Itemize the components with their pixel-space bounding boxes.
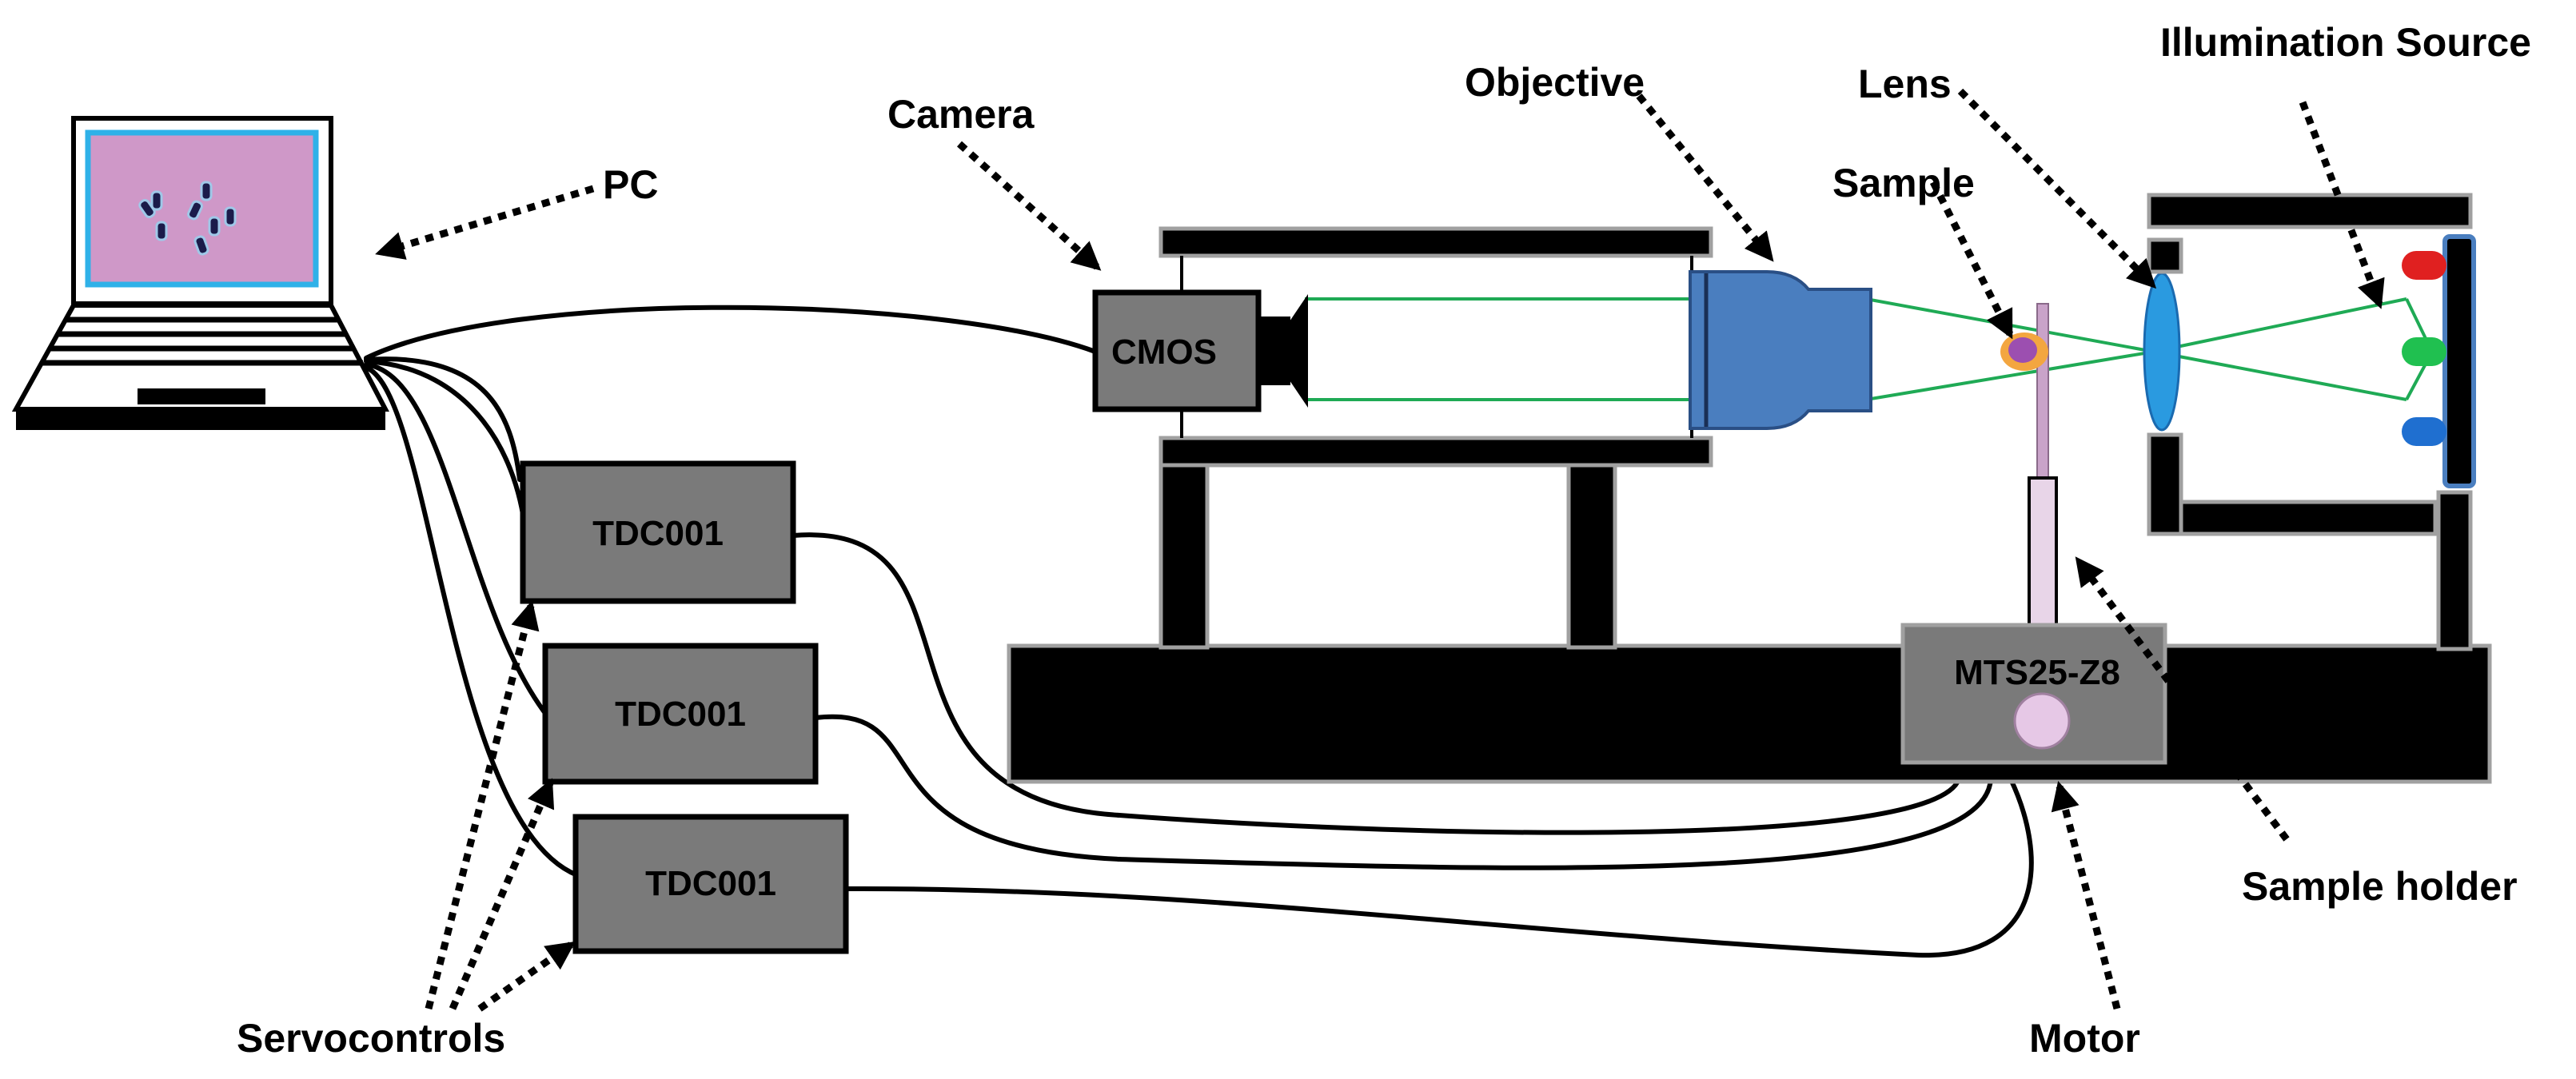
screen-particles xyxy=(138,181,237,256)
motor-unit-label: MTS25-Z8 xyxy=(1954,653,2120,692)
servo-controller-3: TDC001 xyxy=(572,814,849,954)
laptop-touchpad xyxy=(138,388,265,404)
servo-1-label: TDC001 xyxy=(592,514,724,553)
motor-disc xyxy=(2013,692,2071,750)
arrow-objective xyxy=(1636,94,1774,262)
tube-rail-top xyxy=(1158,226,1713,258)
objective-lens xyxy=(1689,270,1872,430)
cable-pc-servo-2 xyxy=(364,362,549,718)
label-camera: Camera xyxy=(887,92,1035,137)
arrow-sample xyxy=(1929,180,2014,340)
arrow-camera xyxy=(956,141,1102,271)
label-motor: Motor xyxy=(2029,1016,2140,1061)
motor-unit: MTS25-Z8 xyxy=(1900,623,2167,765)
servo-2-label: TDC001 xyxy=(615,695,746,734)
cable-servo2-motor xyxy=(813,714,1993,870)
illumination-housing xyxy=(2147,193,2476,651)
servo-3-label: TDC001 xyxy=(645,864,776,903)
cable-pc-servo-1 xyxy=(364,359,528,542)
cmos-camera: CMOS xyxy=(1092,289,1308,412)
arrow-servo-3 xyxy=(477,941,576,1012)
condenser-lens xyxy=(2143,272,2181,432)
pointer-arrows xyxy=(375,88,2385,1012)
label-sample-holder: Sample holder xyxy=(2242,864,2518,909)
cable-pc-camera xyxy=(364,305,1098,360)
label-lens: Lens xyxy=(1858,62,1952,106)
tube-support-left xyxy=(1158,460,1210,650)
label-pc: PC xyxy=(603,162,658,207)
led-red xyxy=(2402,251,2446,280)
cable-servo3-motor xyxy=(843,777,2034,958)
laptop-base xyxy=(16,409,385,430)
cable-pc-servo-3 xyxy=(364,365,580,878)
sample-specimen xyxy=(2000,332,2048,371)
arrow-illumination xyxy=(2299,101,2385,309)
led-green xyxy=(2402,337,2446,366)
servo-controller-2: TDC001 xyxy=(542,643,819,785)
tube-support-right xyxy=(1566,460,1617,650)
arrow-pc xyxy=(375,185,595,260)
label-servocontrols: Servocontrols xyxy=(237,1016,505,1061)
sample-rod xyxy=(2036,303,2049,487)
label-illumination-source: Illumination Source xyxy=(2160,20,2531,65)
cable-servo1-motor xyxy=(791,532,1961,835)
led-board xyxy=(2442,234,2476,488)
arrow-motor xyxy=(2051,781,2121,1010)
optical-bench-base xyxy=(1007,643,2492,784)
label-sample: Sample xyxy=(1832,161,1975,205)
cable-pc-servo-1b xyxy=(364,356,522,482)
servo-controller-1: TDC001 xyxy=(520,460,796,604)
cmos-label: CMOS xyxy=(1111,332,1217,372)
label-objective: Objective xyxy=(1465,60,1645,105)
led-blue xyxy=(2402,417,2446,446)
keyboard-keys xyxy=(42,317,363,366)
laptop-pc xyxy=(11,116,389,430)
tube-rail-bottom xyxy=(1158,436,1713,468)
arrow-servo-2 xyxy=(449,778,555,1010)
arrow-sample-holder xyxy=(2075,556,2290,842)
arrow-lens xyxy=(1957,88,2157,289)
